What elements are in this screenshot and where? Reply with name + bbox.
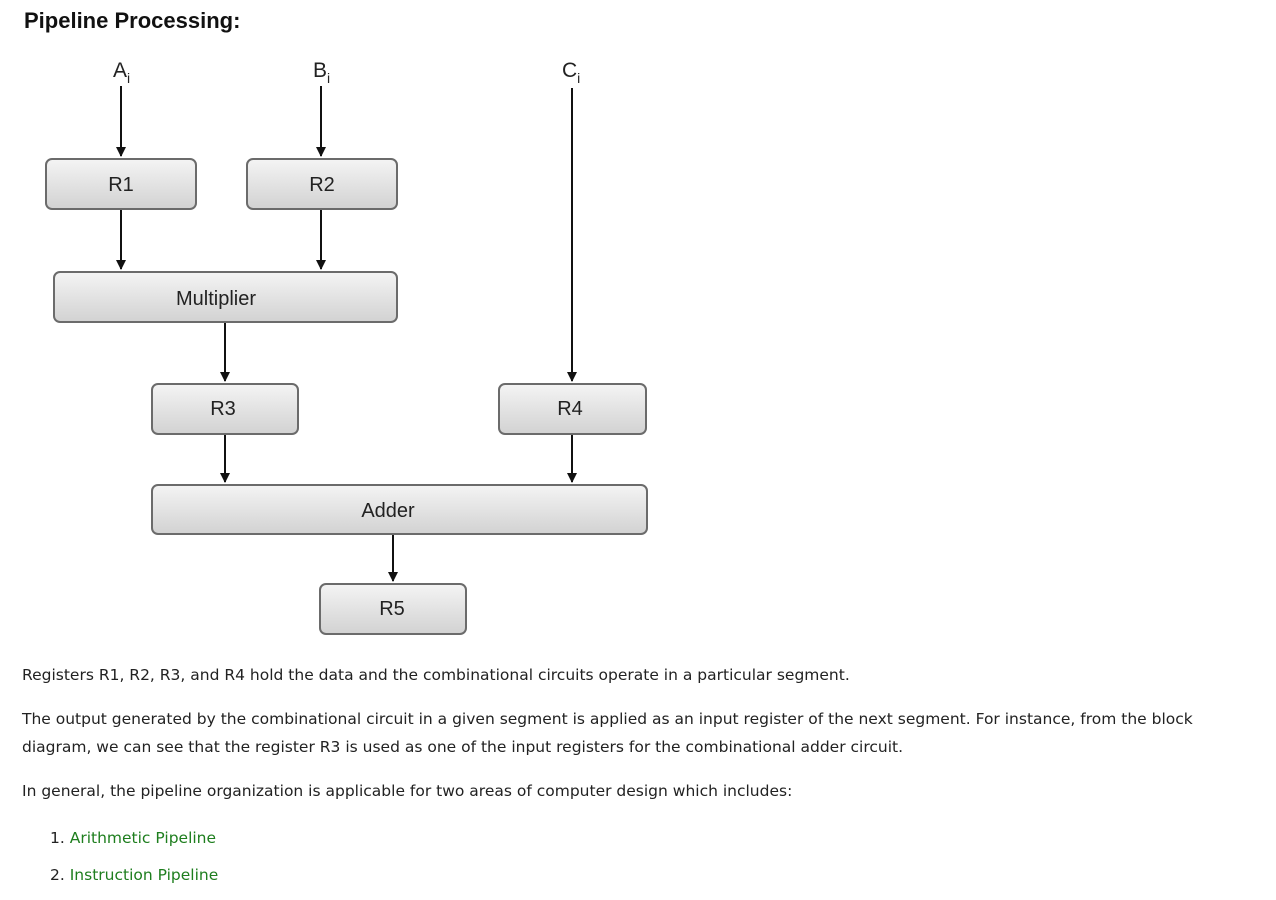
pipeline-block-diagram: Ai Bi Ci R1 R2 Multiplier R3 R4 Adder R5 (45, 59, 648, 635)
list-item: 2. Instruction Pipeline (50, 863, 218, 900)
adder-box (151, 484, 648, 535)
multiplier-label: Multiplier (176, 288, 256, 310)
register-r1-label: R1 (108, 174, 134, 196)
register-r1-box (45, 158, 197, 210)
list-item: 1. Arithmetic Pipeline (50, 826, 218, 863)
paragraph-general: In general, the pipeline organization is… (22, 782, 793, 800)
register-r5-box (319, 583, 467, 635)
register-r2-label: R2 (309, 174, 335, 196)
adder-label: Adder (361, 500, 415, 522)
link-arithmetic-pipeline[interactable]: Arithmetic Pipeline (69, 829, 217, 847)
list-item-number: 1. (50, 829, 65, 847)
list-item-number: 2. (50, 866, 65, 884)
paragraph-registers: Registers R1, R2, R3, and R4 hold the da… (22, 666, 850, 684)
register-r4-box (498, 383, 647, 435)
register-r5-label: R5 (379, 598, 405, 620)
register-r3-box (151, 383, 299, 435)
page-heading: Pipeline Processing: (24, 8, 241, 33)
multiplier-box (53, 271, 398, 323)
input-label-b: Bi (313, 59, 330, 86)
register-r2-box (246, 158, 398, 210)
pipeline-types-list: 1. Arithmetic Pipeline 2. Instruction Pi… (50, 826, 218, 900)
link-instruction-pipeline[interactable]: Instruction Pipeline (69, 866, 219, 884)
register-r4-label: R4 (557, 398, 583, 420)
input-label-a: Ai (113, 59, 130, 86)
register-r3-label: R3 (210, 398, 236, 420)
paragraph-output: The output generated by the combinationa… (22, 710, 1193, 756)
input-label-c: Ci (562, 59, 580, 86)
